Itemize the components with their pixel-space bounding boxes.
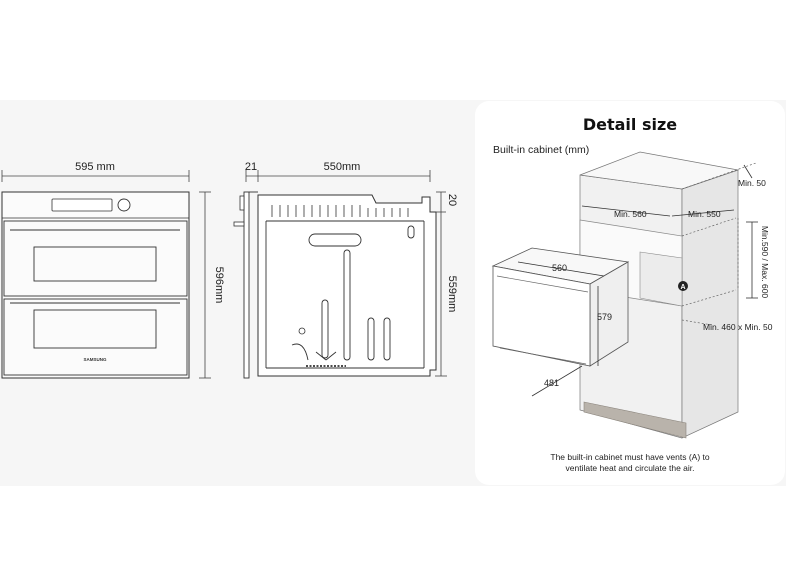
oven-box-front: [492, 265, 591, 367]
side-depth-label: 550mm: [324, 161, 361, 173]
oven-front-panel: [1, 191, 190, 379]
label-oven-height: 579: [597, 312, 612, 322]
control-knob: [117, 198, 131, 212]
label-min-depth: Min. 550: [688, 209, 721, 219]
side-height-label: 559mm: [446, 276, 458, 313]
detail-panel: Detail size Built-in cabinet (mm) Min. 5…: [475, 101, 785, 485]
lower-door-window: [33, 309, 157, 349]
detail-title: Detail size: [583, 115, 677, 134]
front-width-label: 595 mm: [75, 161, 115, 173]
label-min-width: Min. 560: [614, 209, 647, 219]
upper-door: [3, 220, 188, 297]
front-height-label: 596mm: [213, 267, 225, 304]
label-vent-opening: Min. 460 x Min. 50: [703, 322, 773, 332]
label-oven-width: 560: [552, 263, 567, 273]
label-min-top-gap: Min. 50: [738, 178, 766, 188]
front-view: 595 mm SAMSUNG 596mm: [1, 161, 225, 379]
brand-logo: SAMSUNG: [83, 357, 107, 362]
upper-door-window: [33, 246, 157, 282]
label-oven-depth: 481: [544, 378, 559, 388]
note-line-1: The built-in cabinet must have vents (A)…: [550, 452, 709, 462]
side-top-offset-label: 20: [446, 194, 458, 206]
detail-subtitle: Built-in cabinet (mm): [493, 144, 589, 156]
note-line-2: ventilate heat and circulate the air.: [566, 463, 695, 473]
lower-door: [3, 298, 188, 376]
cabinet-plinth: [583, 401, 687, 439]
cabinet-top-face: [579, 151, 740, 190]
label-height-range: Min.590 / Max. 600: [760, 226, 770, 299]
side-body-outline: [257, 194, 437, 377]
vent-marker: [678, 281, 688, 291]
control-display: [51, 198, 113, 212]
side-front-depth-label: 21: [245, 161, 257, 173]
side-view: 21 550mm: [233, 161, 458, 379]
vent-marker-label: A: [680, 284, 685, 291]
